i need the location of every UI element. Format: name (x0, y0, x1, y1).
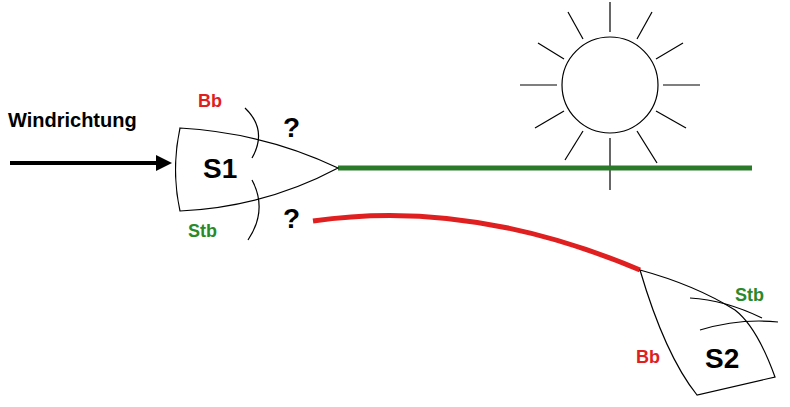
boat-outline (175, 125, 341, 215)
boat-line (248, 180, 259, 240)
sun-rays (520, 2, 700, 190)
wind-label: Windrichtung (8, 110, 137, 130)
boat: S1 (175, 125, 341, 215)
side-label: Stb (735, 286, 764, 304)
boat-line (245, 108, 259, 158)
wind-arrow (10, 161, 160, 165)
wind-arrowhead (156, 155, 172, 171)
boat-name: S2 (705, 343, 739, 375)
boat-name: S1 (203, 153, 237, 185)
course-line (338, 166, 752, 171)
side-label: Bb (636, 348, 660, 366)
side-label: Stb (188, 222, 217, 240)
boat-line (700, 321, 778, 330)
side-label: Bb (198, 92, 222, 110)
question-mark: ? (283, 114, 300, 142)
sun (562, 37, 658, 133)
course-line (313, 215, 640, 270)
question-mark: ? (283, 205, 300, 233)
